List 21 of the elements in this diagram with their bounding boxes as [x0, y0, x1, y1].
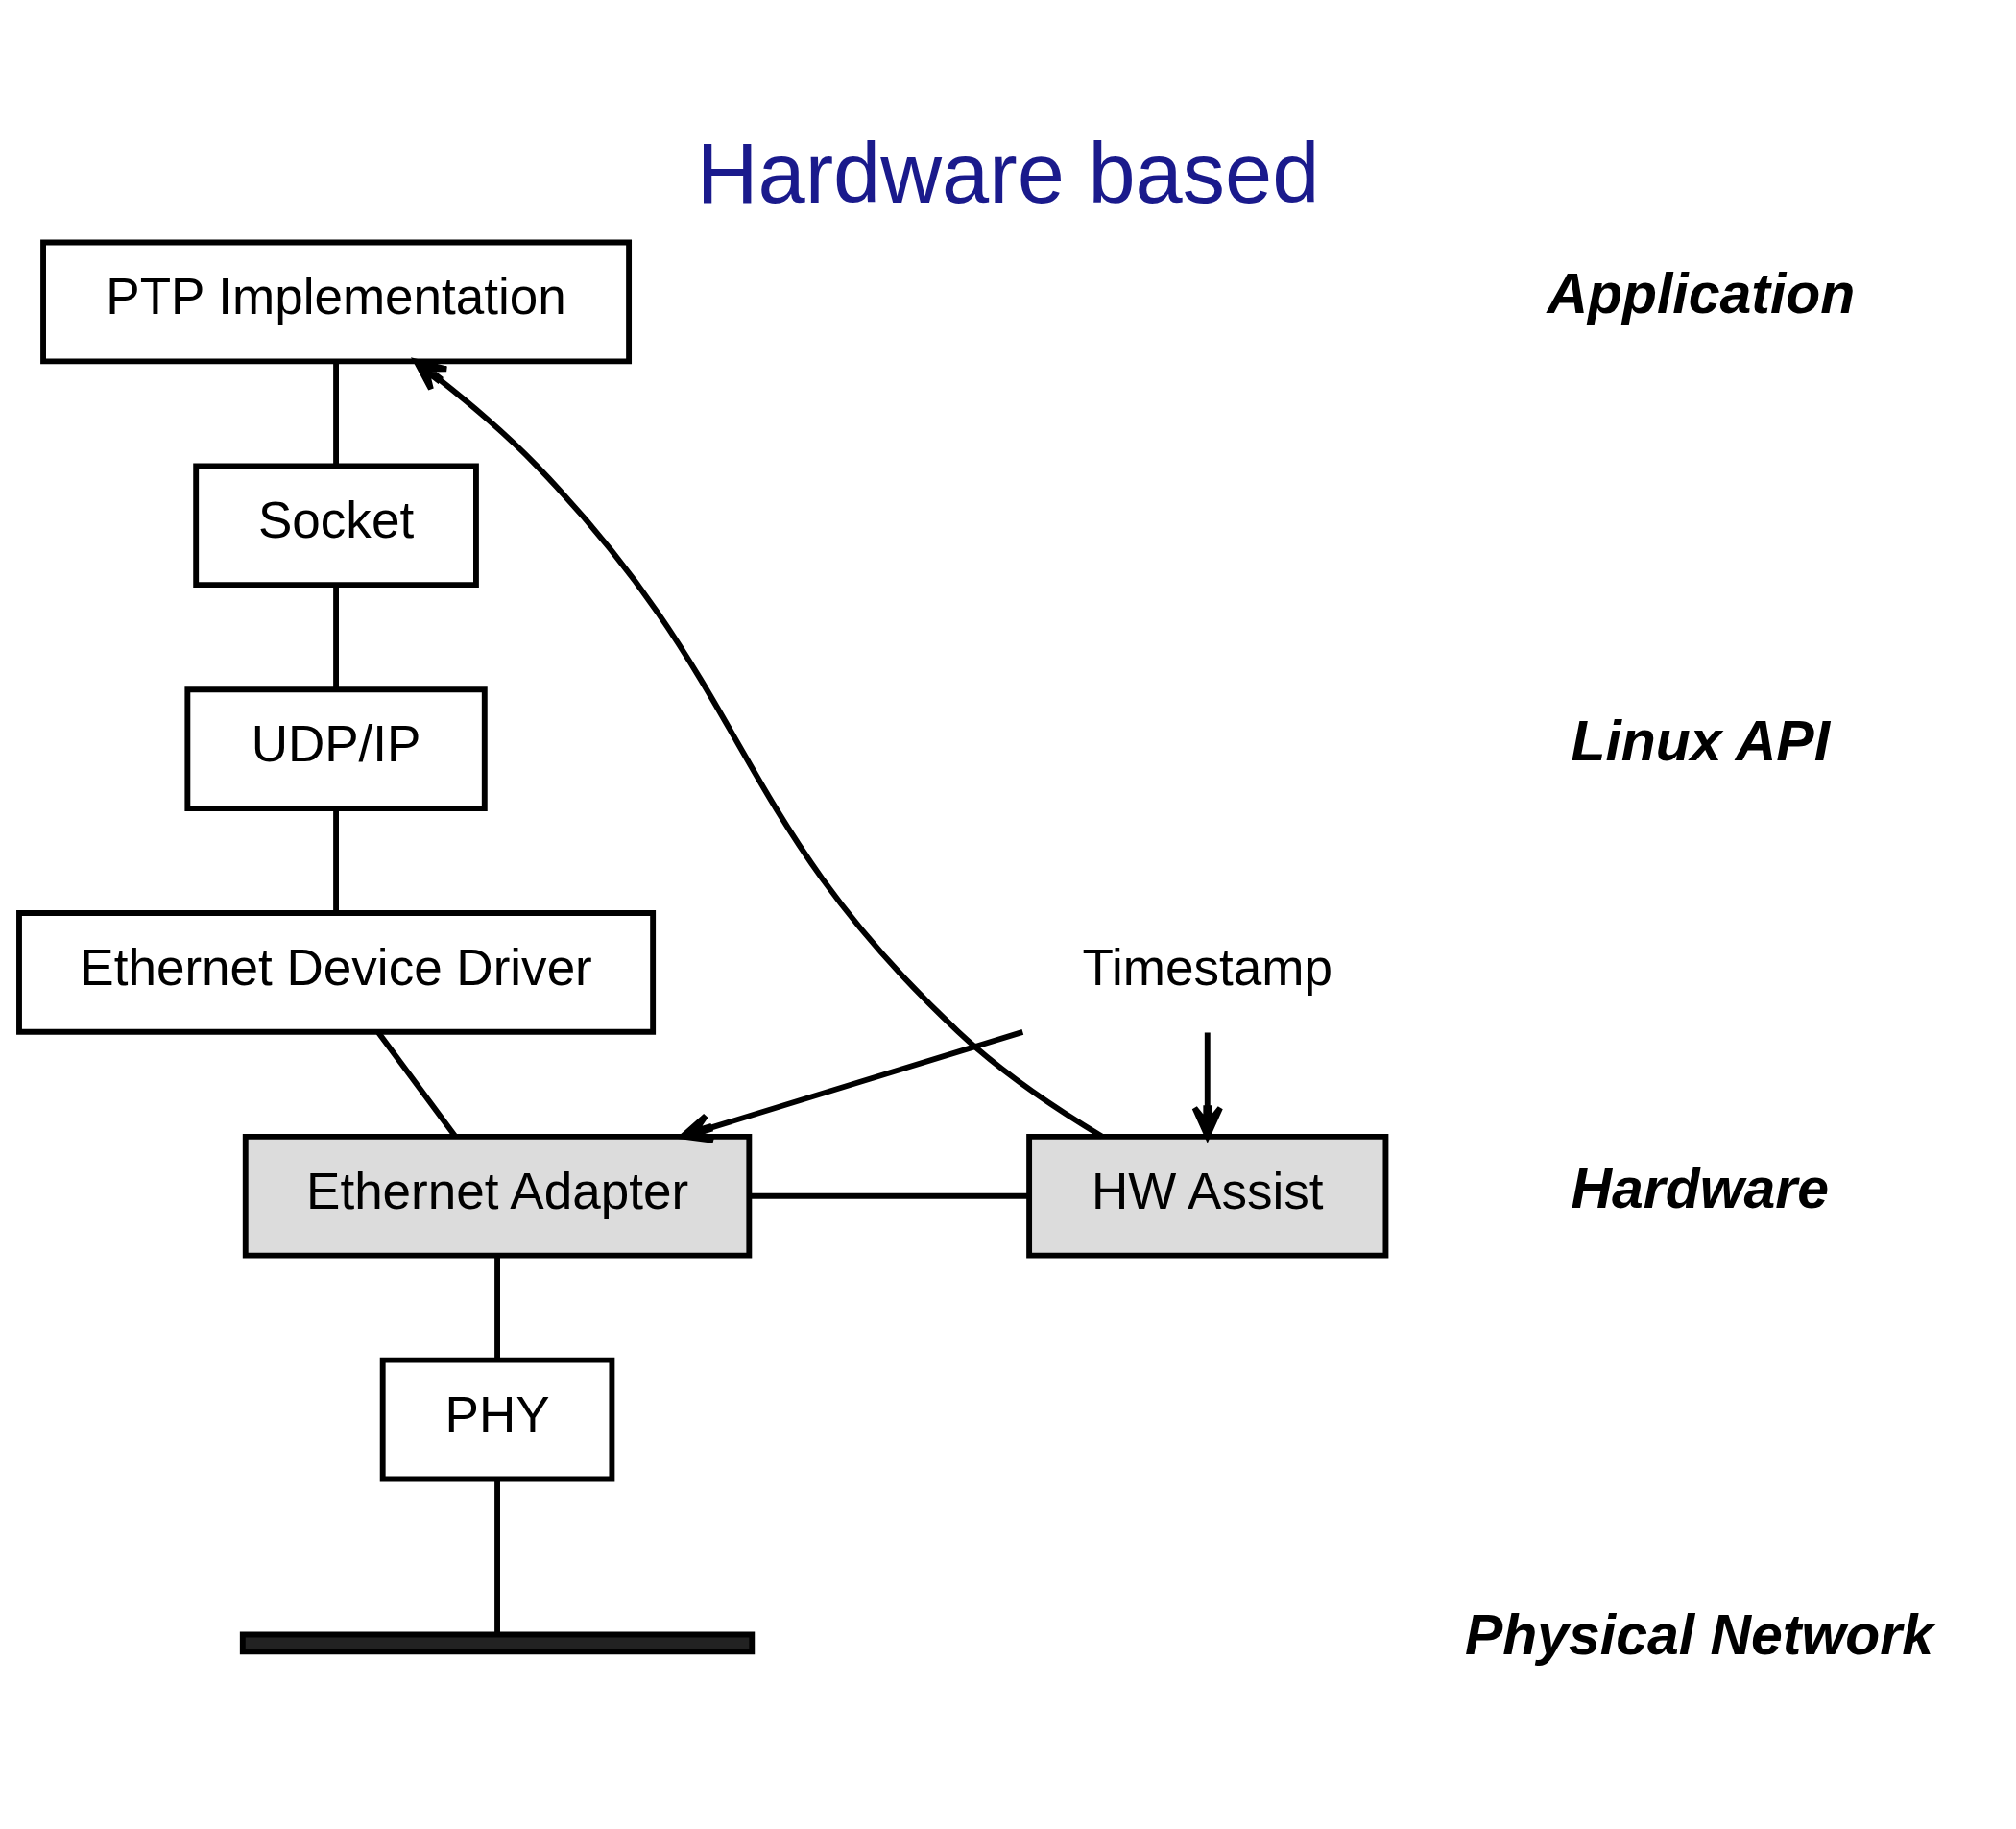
label: Physical Network: [1464, 1603, 1934, 1667]
connector: [494, 1256, 500, 1360]
connector: [333, 585, 339, 689]
label: Hardware: [1571, 1156, 1830, 1219]
node-box: UDP/IP: [184, 686, 488, 811]
arrow: [679, 1029, 1024, 1143]
diagram-title: Hardware based: [696, 126, 1320, 222]
node-box: Ethernet Device Driver: [16, 910, 657, 1035]
connector: [333, 808, 339, 913]
connector: [494, 1480, 500, 1634]
node-box: Ethernet Adapter: [242, 1133, 753, 1259]
node-text: Timestamp: [1082, 938, 1332, 996]
connector: [750, 1192, 1029, 1199]
connector: [333, 362, 339, 467]
node-bar: [239, 1631, 756, 1655]
node-box: PTP Implementation: [40, 239, 633, 365]
node-box: HW Assist: [1026, 1133, 1389, 1259]
label: Linux API: [1571, 709, 1831, 772]
node-box: PHY: [379, 1357, 615, 1482]
node-box: Socket: [193, 463, 479, 589]
label: Application: [1547, 262, 1856, 325]
